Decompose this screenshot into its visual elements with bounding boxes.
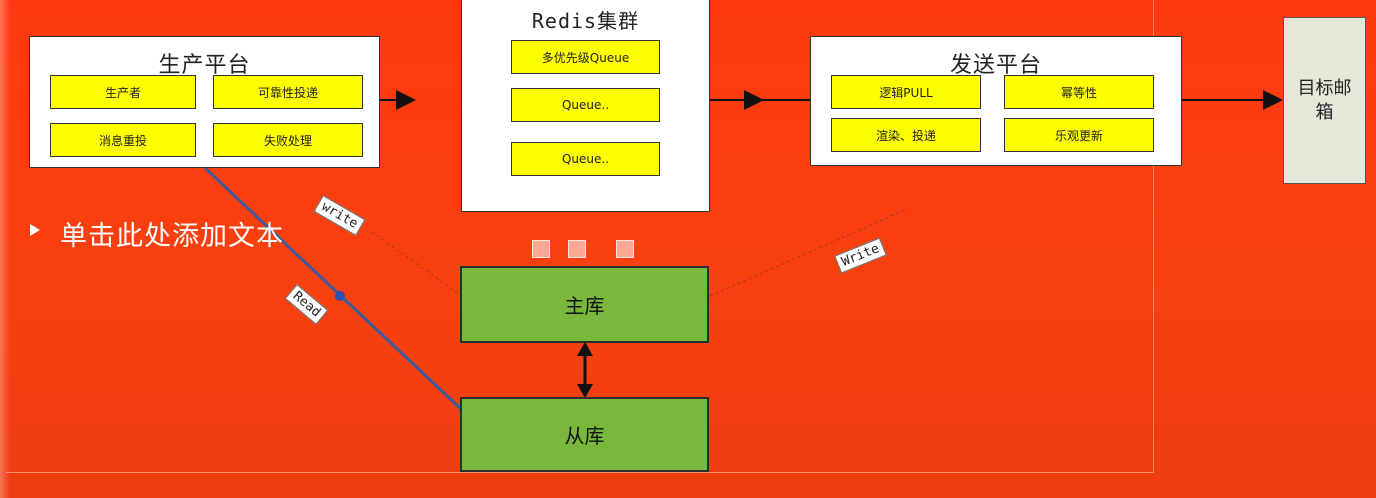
producer-chip-failure-handling: 失败处理 xyxy=(213,123,363,157)
producer-chip-reliable-delivery: 可靠性投递 xyxy=(213,75,363,109)
producer-platform-title: 生产平台 xyxy=(158,53,251,78)
sender-chip-idempotency: 幂等性 xyxy=(1004,75,1154,109)
slave-db-box: 从库 xyxy=(460,397,709,472)
sender-chip-optimistic-update: 乐观更新 xyxy=(1004,118,1154,152)
sender-chip-logic-pull: 逻辑PULL xyxy=(831,75,981,109)
sender-platform-panel: 发送平台 逻辑PULL 幂等性 渲染、投递 乐观更新 xyxy=(810,36,1182,166)
redis-queue-2: Queue.. xyxy=(511,88,660,122)
redis-queue-3: Queue.. xyxy=(511,142,660,176)
write-line-left xyxy=(371,231,463,297)
ghost-icon-3 xyxy=(616,240,634,258)
replication-arrow-up xyxy=(577,342,593,356)
slide-left-highlight xyxy=(0,0,10,498)
target-mailbox-box: 目标邮箱 xyxy=(1283,17,1366,184)
redis-cluster-title: Redis集群 xyxy=(531,9,640,33)
redis-cluster-panel: Redis集群 多优先级Queue Queue.. Queue.. xyxy=(461,0,710,212)
replication-arrow-down xyxy=(577,384,593,398)
ghost-icon-2 xyxy=(568,240,586,258)
read-line xyxy=(203,166,464,412)
click-to-add-text-placeholder[interactable]: 单击此处添加文本 xyxy=(60,221,284,252)
producer-platform-panel: 生产平台 生产者 可靠性投递 消息重投 失败处理 xyxy=(29,36,380,168)
slide-frame xyxy=(6,0,1154,473)
producer-chip-producer: 生产者 xyxy=(50,75,196,109)
producer-chip-resend: 消息重投 xyxy=(50,123,196,157)
redis-queue-priority: 多优先级Queue xyxy=(511,40,660,74)
read-line-point xyxy=(335,291,345,301)
ghost-icon-1 xyxy=(532,240,550,258)
master-db-box: 主库 xyxy=(460,266,709,343)
sender-platform-title: 发送平台 xyxy=(949,53,1042,78)
sender-chip-render-deliver: 渲染、投递 xyxy=(831,118,981,152)
bullet-icon xyxy=(30,224,40,236)
